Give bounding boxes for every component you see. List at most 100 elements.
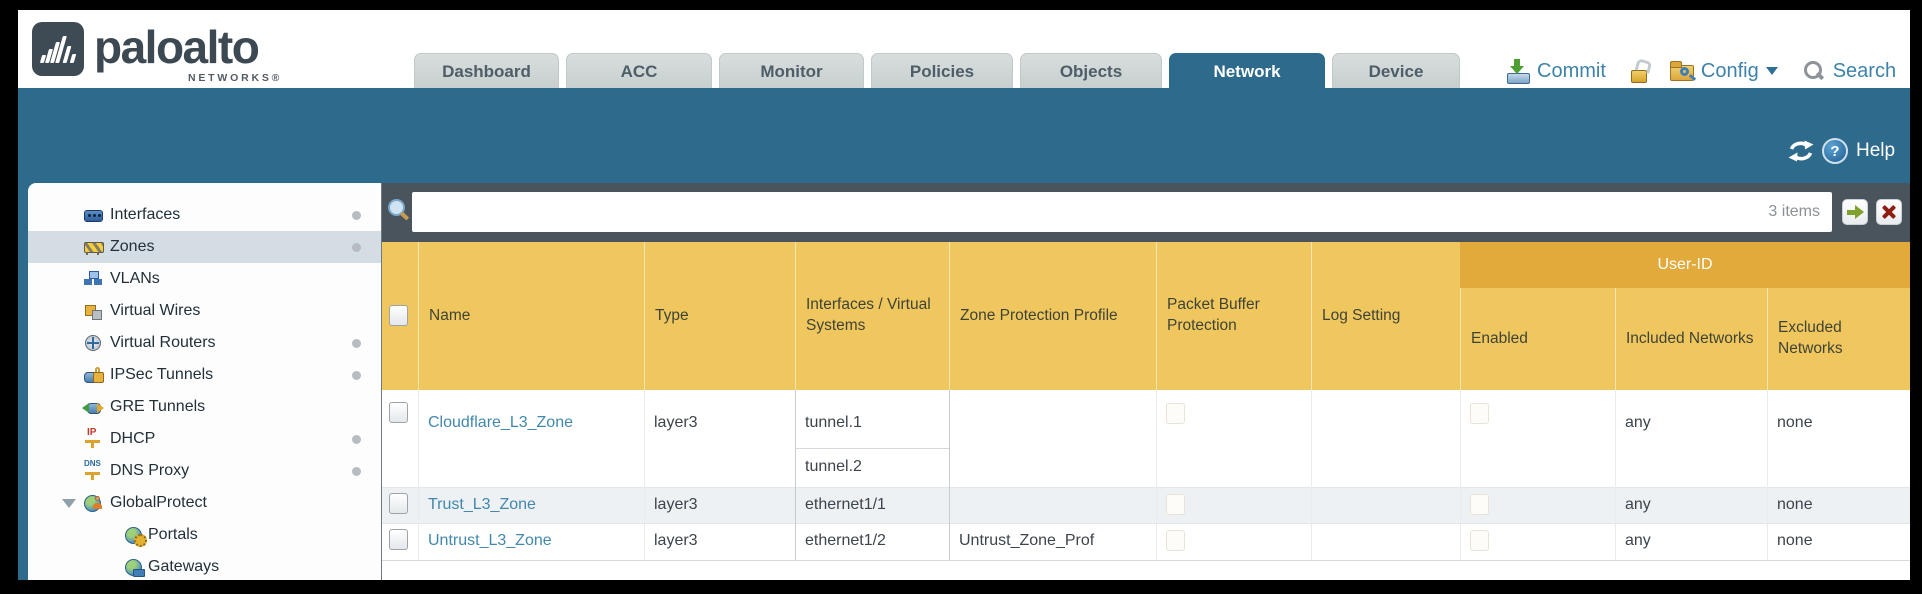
column-header-type[interactable]: Type [644, 242, 795, 390]
column-line [1156, 390, 1157, 560]
sidebar-item-ipsec-tunnels[interactable]: IPSec Tunnels [28, 359, 381, 391]
user-id-enabled-checkbox[interactable] [1470, 403, 1489, 424]
zone-type: layer3 [654, 414, 698, 431]
column-header-zone-protection-profile[interactable]: Zone Protection Profile [949, 242, 1156, 390]
tab-device[interactable]: Device [1332, 53, 1460, 88]
clear-filter-button[interactable] [1876, 199, 1902, 225]
zones-icon [84, 238, 104, 256]
tab-dashboard[interactable]: Dashboard [414, 53, 559, 88]
column-line [795, 390, 796, 560]
tab-acc[interactable]: ACC [566, 53, 712, 88]
sidebar-item-interfaces[interactable]: Interfaces [28, 199, 381, 231]
zone-name-link[interactable]: Untrust_L3_Zone [428, 532, 552, 549]
brand-wordmark: paloalto [94, 21, 260, 73]
sidebar-item-globalprotect[interactable]: GlobalProtect [28, 487, 381, 519]
column-line [418, 390, 419, 560]
tab-monitor[interactable]: Monitor [719, 53, 864, 88]
column-header-packet-buffer-protection[interactable]: Packet Buffer Protection [1156, 242, 1311, 390]
vlans-icon [84, 270, 102, 288]
left-margin-band [18, 183, 28, 580]
collapse-caret-icon[interactable] [62, 499, 76, 508]
column-header-enabled[interactable]: Enabled [1460, 288, 1615, 390]
sidebar-item-dns-proxy[interactable]: DNS DNS Proxy [28, 455, 381, 487]
tab-policies[interactable]: Policies [871, 53, 1013, 88]
included-networks-value: any [1625, 414, 1651, 431]
column-line [949, 390, 950, 560]
sidebar-item-gre-tunnels[interactable]: GRE Tunnels [28, 391, 381, 423]
filter-search-icon [387, 198, 411, 222]
zone-name-link[interactable]: Cloudflare_L3_Zone [428, 414, 573, 431]
zone-type: layer3 [654, 532, 698, 549]
excluded-networks-value: none [1777, 532, 1813, 549]
sidebar-item-dhcp[interactable]: IP DHCP [28, 423, 381, 455]
banner-band [18, 88, 1910, 191]
gre-tunnels-icon [82, 398, 104, 416]
row-checkbox[interactable] [389, 529, 408, 550]
sidebar-item-gateways[interactable]: Gateways [28, 551, 381, 580]
brand-sub-label: NETWORKS® [188, 72, 283, 84]
sidebar-item-virtual-routers[interactable]: Virtual Routers [28, 327, 381, 359]
column-header-name[interactable]: Name [418, 242, 644, 390]
app-content: paloalto NETWORKS® Dashboard ACC Monitor… [18, 10, 1910, 580]
search-button[interactable]: Search [1832, 59, 1897, 82]
sidebar-item-label: DHCP [110, 430, 156, 447]
interfaces-icon [84, 206, 103, 224]
commit-button[interactable]: Commit [1537, 59, 1606, 82]
zone-interface: tunnel.2 [805, 458, 862, 475]
tab-network[interactable]: Network [1169, 53, 1325, 88]
sidebar-item-label: Portals [148, 526, 198, 543]
column-line [1615, 390, 1616, 560]
search-icon[interactable] [1802, 59, 1826, 83]
config-icon[interactable] [1669, 59, 1694, 83]
globalprotect-icon [84, 494, 102, 512]
row-divider [382, 487, 1910, 488]
config-button[interactable]: Config [1700, 59, 1759, 82]
packet-buffer-protection-checkbox[interactable] [1166, 530, 1185, 551]
sidebar-item-label: Virtual Wires [110, 302, 201, 319]
column-line [1311, 390, 1312, 560]
filter-input-wrap: 3 items [412, 192, 1832, 232]
packet-buffer-protection-checkbox[interactable] [1166, 403, 1185, 424]
apply-filter-button[interactable] [1842, 199, 1868, 225]
virtual-wires-icon [84, 302, 102, 320]
column-line [1767, 390, 1768, 560]
help-label[interactable]: Help [1856, 140, 1896, 161]
sidebar-item-vlans[interactable]: VLANs [28, 263, 381, 295]
sidebar-item-label: DNS Proxy [110, 462, 190, 479]
row-stripe [382, 487, 1910, 523]
included-networks-value: any [1625, 532, 1651, 549]
tab-objects[interactable]: Objects [1020, 53, 1162, 88]
status-dot [352, 435, 361, 444]
sidebar-item-label: GlobalProtect [110, 494, 207, 511]
column-header-interfaces[interactable]: Interfaces / Virtual Systems [795, 242, 949, 390]
commit-icon[interactable] [1506, 59, 1530, 84]
user-id-enabled-checkbox[interactable] [1470, 530, 1489, 551]
row-checkbox[interactable] [389, 402, 408, 423]
included-networks-value: any [1625, 496, 1651, 513]
interface-cell-divider [795, 448, 949, 449]
config-dropdown-caret[interactable] [1765, 67, 1778, 75]
sidebar-item-label: Virtual Routers [110, 334, 216, 351]
sidebar-item-portals[interactable]: Portals [28, 519, 381, 551]
column-header-log-setting[interactable]: Log Setting [1311, 242, 1460, 390]
user-id-enabled-checkbox[interactable] [1470, 494, 1489, 515]
filter-input[interactable] [412, 203, 1769, 221]
sidebar-item-virtual-wires[interactable]: Virtual Wires [28, 295, 381, 327]
sidebar-item-label: IPSec Tunnels [110, 366, 214, 383]
column-header-included-networks[interactable]: Included Networks [1615, 288, 1767, 390]
zone-type: layer3 [654, 496, 698, 513]
select-all-checkbox[interactable] [389, 305, 408, 326]
gateways-icon [125, 558, 145, 577]
help-icon[interactable]: ? [1822, 138, 1848, 164]
column-header-excluded-networks[interactable]: Excluded Networks [1767, 288, 1910, 390]
sidebar-item-zones[interactable]: Zones [28, 231, 381, 263]
zone-interface: ethernet1/2 [805, 532, 886, 549]
sidebar-item-label: VLANs [110, 270, 160, 287]
packet-buffer-protection-checkbox[interactable] [1166, 494, 1185, 515]
column-line [644, 390, 645, 560]
row-checkbox[interactable] [389, 493, 408, 514]
lock-icon[interactable] [1628, 59, 1652, 83]
zone-name-link[interactable]: Trust_L3_Zone [428, 496, 536, 513]
status-dot [352, 339, 361, 348]
refresh-icon[interactable] [1788, 140, 1814, 162]
